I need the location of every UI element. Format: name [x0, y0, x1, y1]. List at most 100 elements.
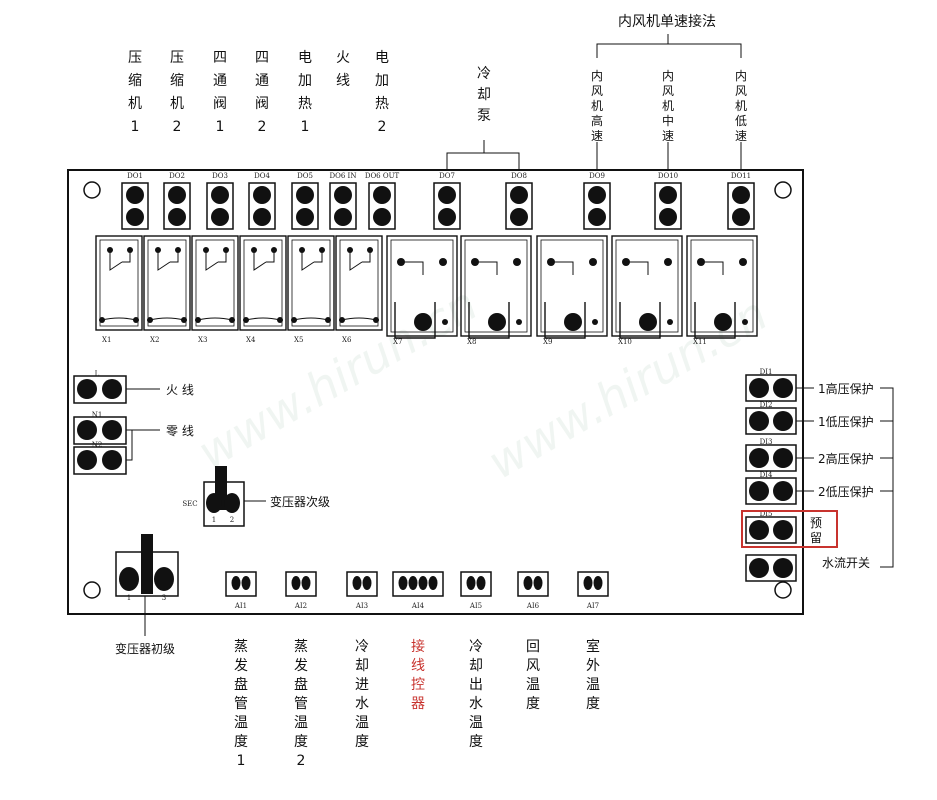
connector-pin — [510, 208, 528, 226]
power-silk-label: N2 — [92, 441, 103, 449]
connector-pin — [77, 450, 97, 470]
di-silk-label: DI5 — [760, 510, 773, 518]
relay-pin — [277, 317, 283, 323]
di-connector: DI1 — [745, 368, 797, 402]
relay-terminal-screw — [414, 313, 432, 331]
label-ai1-char: 盘 — [234, 676, 248, 693]
label-fan-low-char: 内 — [735, 69, 747, 83]
label-fan-low-char: 机 — [735, 99, 747, 113]
label-do6out-char: 热 — [375, 96, 389, 112]
label-neutral: 零 线 — [166, 424, 194, 438]
relay-silk-label: X3 — [198, 336, 207, 344]
label-ai3-char: 冷 — [355, 639, 369, 655]
relay-silk-label: X2 — [150, 336, 159, 344]
di-silk-label: DI1 — [760, 368, 773, 376]
label-fan-mid-char: 风 — [662, 84, 674, 98]
label-fan-high-char: 高 — [591, 113, 603, 128]
label-ai7-char: 外 — [586, 658, 600, 674]
label-transformer-primary: 变压器初级 — [115, 641, 175, 656]
relay-pin — [271, 247, 277, 253]
relay-inner — [147, 239, 187, 327]
relay-contact — [401, 261, 424, 275]
protection-bracket — [880, 387, 894, 568]
relay-small: X6 — [335, 235, 383, 344]
label-fan-high-char: 机 — [591, 99, 603, 113]
label-ai6-char: 温 — [526, 677, 540, 693]
label-ai4-char: 控 — [411, 677, 425, 693]
label-do2-char: 机 — [170, 96, 184, 112]
relay-pin — [442, 319, 448, 325]
label-flow: 水流开关 — [822, 556, 870, 570]
relay-pin — [325, 317, 331, 323]
label-do5-char: 加 — [298, 73, 312, 89]
relay-pin — [223, 247, 229, 253]
connector-pin — [583, 576, 593, 590]
power-connector: N2 — [73, 441, 127, 475]
di-silk-label: DI2 — [760, 401, 773, 409]
relay-large: X7 — [386, 235, 458, 346]
connector-pin — [749, 481, 769, 501]
relay-terminal — [694, 302, 736, 339]
connector-pin — [773, 520, 793, 540]
relay-body — [386, 235, 458, 337]
label-do3-char: 1 — [216, 119, 225, 135]
label-do3-char: 四 — [213, 50, 227, 66]
power-connector: N1 — [73, 411, 127, 445]
mount-hole — [83, 181, 101, 199]
relay-pin — [739, 258, 747, 266]
relay-terminal-screw — [639, 313, 657, 331]
do-silk-label: DO2 — [169, 172, 185, 180]
sec-pin-2-label: 2 — [230, 516, 234, 524]
connector-pin — [102, 420, 122, 440]
relay-contact — [109, 250, 131, 271]
ai-silk-label: AI7 — [586, 602, 599, 610]
label-transformer-secondary: 变压器次级 — [270, 494, 330, 509]
connector-pin — [749, 558, 769, 578]
relay-coil — [101, 317, 137, 321]
relay-small: X2 — [143, 235, 191, 344]
relay-terminal — [468, 302, 510, 339]
label-fan-low-char: 速 — [735, 129, 747, 143]
power-connector: L — [73, 370, 127, 404]
relay-terminal-screw — [564, 313, 582, 331]
connector-pin — [466, 576, 476, 590]
power-silk-label: L — [95, 370, 100, 378]
do-silk-label: DO10 — [658, 172, 678, 180]
label-ai1-char: 1 — [237, 753, 246, 769]
label-do2-char: 压 — [170, 50, 184, 66]
label-do1-char: 机 — [128, 96, 142, 112]
label-ai1-char: 管 — [234, 696, 248, 712]
relay-pin — [175, 247, 181, 253]
label-pump-char: 却 — [477, 87, 491, 103]
label-lp1: 1低压保护 — [818, 415, 874, 429]
relay-pin — [155, 247, 161, 253]
relay-pin — [516, 319, 522, 325]
connector-pin — [749, 520, 769, 540]
label-fan-mid-char: 中 — [662, 113, 674, 128]
connector-pin — [773, 378, 793, 398]
connector-pin — [749, 411, 769, 431]
connector-pin — [773, 558, 793, 578]
relay-pin — [373, 317, 379, 323]
relay-contact — [349, 250, 371, 271]
label-ai7-char: 温 — [586, 677, 600, 693]
relay-body — [143, 235, 191, 331]
relay-terminal-screw — [714, 313, 732, 331]
label-ai6-char: 回 — [526, 639, 540, 655]
connector-pin — [301, 576, 311, 590]
relay-silk-label: X11 — [693, 338, 707, 346]
label-ai5-char: 水 — [469, 696, 483, 712]
relay-coil — [341, 317, 377, 321]
connector-pin — [659, 208, 677, 226]
